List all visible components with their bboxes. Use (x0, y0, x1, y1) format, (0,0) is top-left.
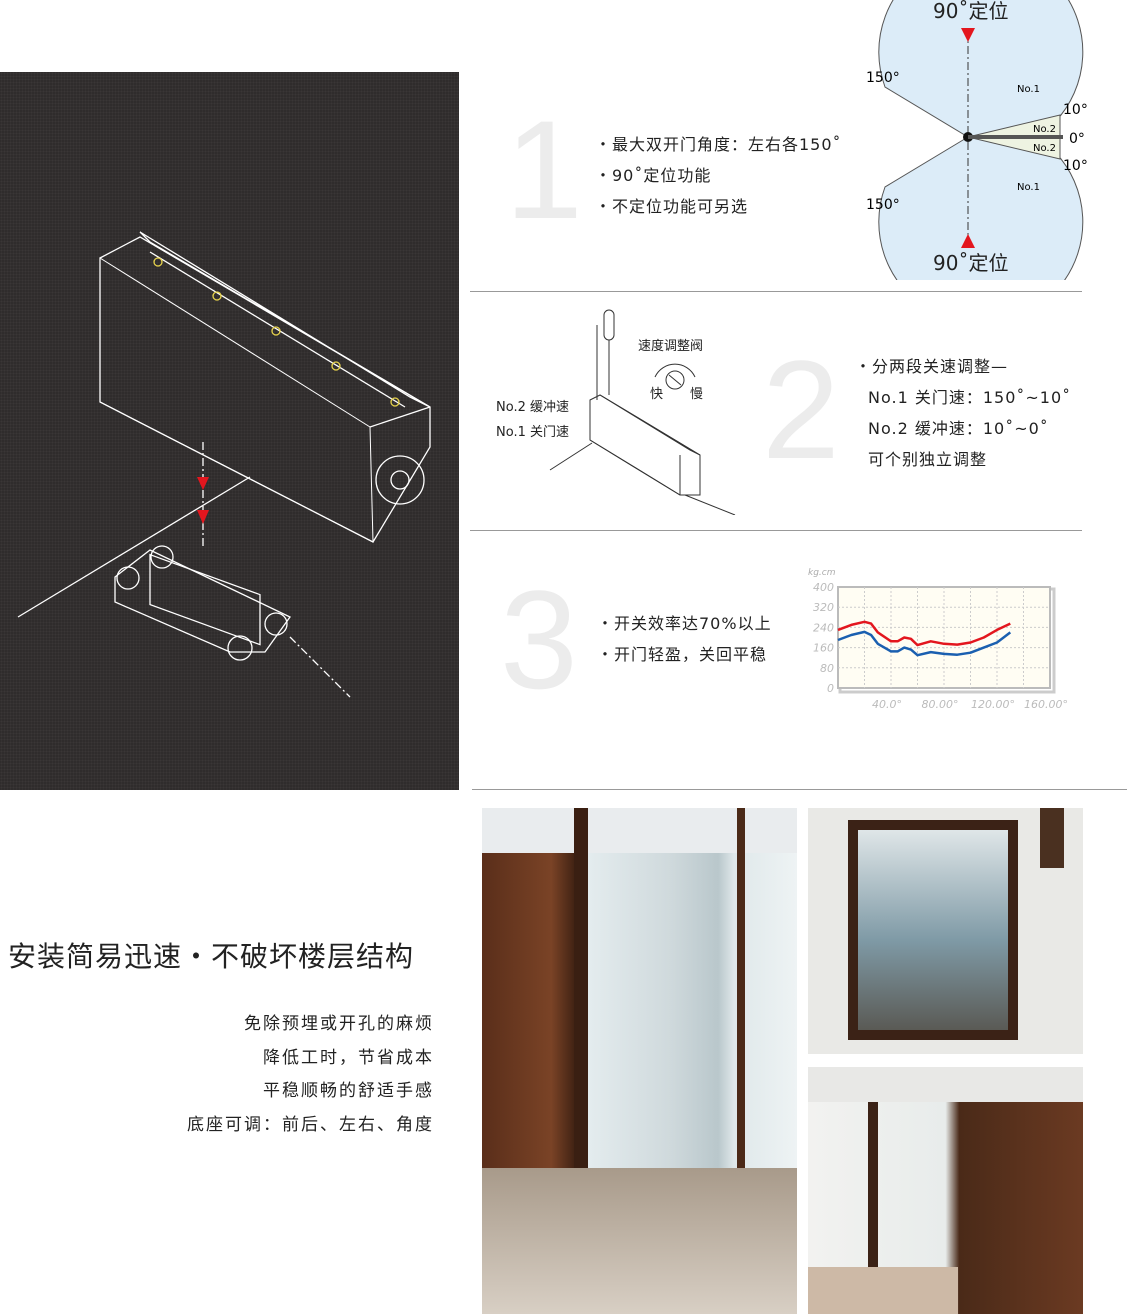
angle-label: 0° (1069, 131, 1085, 147)
install-heading: 安装简易迅速・不破坏楼层结构 (8, 940, 415, 973)
section-1-bullet: ・最大双开门角度：左右各150˚ (595, 135, 842, 154)
y-tick-label: 0 (827, 682, 834, 695)
section-1-bullet: ・90˚定位功能 (595, 166, 712, 185)
series-line-upper (837, 620, 1011, 647)
y-tick-label: 240 (813, 621, 834, 634)
zone-label: No.2 (1033, 124, 1056, 135)
angle-label: 150° (866, 197, 900, 213)
section-1-bullet: ・不定位功能可另选 (595, 197, 749, 216)
section-3-bullet: ・开门轻盈，关回平稳 (597, 645, 768, 664)
door-angle-diagram: 90˚定位 90˚定位 150° 150° 10° 0° 10° No.1 No… (866, 0, 1088, 280)
torque-chart: 400 320 240 160 80 0 40.0° 80.00° 120.00° 160.00°… (808, 568, 1068, 711)
divider (470, 291, 1082, 292)
zone-label: No.1 (1017, 182, 1040, 193)
install-line: 底座可调：前后、左右、角度 (187, 1114, 434, 1135)
top-90-label: 90˚定位 (933, 0, 1008, 23)
y-tick-label: 320 (813, 601, 834, 614)
y-tick-label: 80 (820, 662, 834, 675)
section-1-number: 1 (505, 91, 583, 248)
valve-label: 速度调整阀 (638, 338, 703, 354)
x-tick-label: 120.00° (971, 698, 1015, 711)
x-tick-label: 160.00° (1024, 698, 1068, 711)
zone-label: No.2 (1033, 143, 1056, 154)
no2-label: No.2 缓冲速 (496, 400, 569, 415)
bottom-90-label: 90˚定位 (933, 251, 1008, 275)
section-2-line: ・分两段关速调整— (855, 357, 1009, 376)
series-line-lower (837, 630, 1012, 657)
angle-label: 150° (866, 70, 900, 86)
photo-glass-door-lobby (482, 808, 797, 1314)
slow-label: 慢 (690, 386, 703, 402)
y-tick-label: 400 (813, 581, 834, 594)
section-2-number: 2 (762, 331, 840, 488)
no1-label: No.1 关门速 (496, 425, 569, 440)
section-2-line: No.1 关门速：150˚~10˚ (868, 388, 1072, 407)
install-line: 免除预埋或开孔的麻烦 (244, 1014, 434, 1034)
angle-label: 10° (1063, 158, 1088, 174)
section-2-line: No.2 缓冲速：10˚~0˚ (868, 419, 1049, 438)
photo-office-door (808, 808, 1083, 1054)
divider (472, 789, 1127, 790)
install-line: 降低工时，节省成本 (263, 1047, 434, 1068)
divider (470, 530, 1082, 531)
zone-label: No.1 (1017, 84, 1040, 95)
install-line: 平稳顺畅的舒适手感 (263, 1081, 434, 1102)
section-3-bullet: ・开关效率达70%以上 (597, 614, 772, 633)
x-tick-label: 80.00° (922, 698, 959, 711)
fast-label: 快 (650, 387, 663, 402)
speed-valve-drawing: 速度调整阀 快 慢 No.2 缓冲速 No.1 关门速 (496, 309, 736, 515)
angle-label: 10° (1063, 102, 1088, 118)
y-tick-label: 160 (813, 642, 834, 655)
product-illustration-panel (0, 72, 459, 790)
hinge-drawing (17, 231, 431, 698)
photo-glass-door-corridor (808, 1067, 1083, 1314)
x-tick-label: 40.0° (872, 698, 902, 711)
y-axis-label: kg.cm (808, 568, 836, 578)
section-3-number: 3 (500, 561, 578, 718)
section-2-line: 可个别独立调整 (868, 450, 988, 469)
